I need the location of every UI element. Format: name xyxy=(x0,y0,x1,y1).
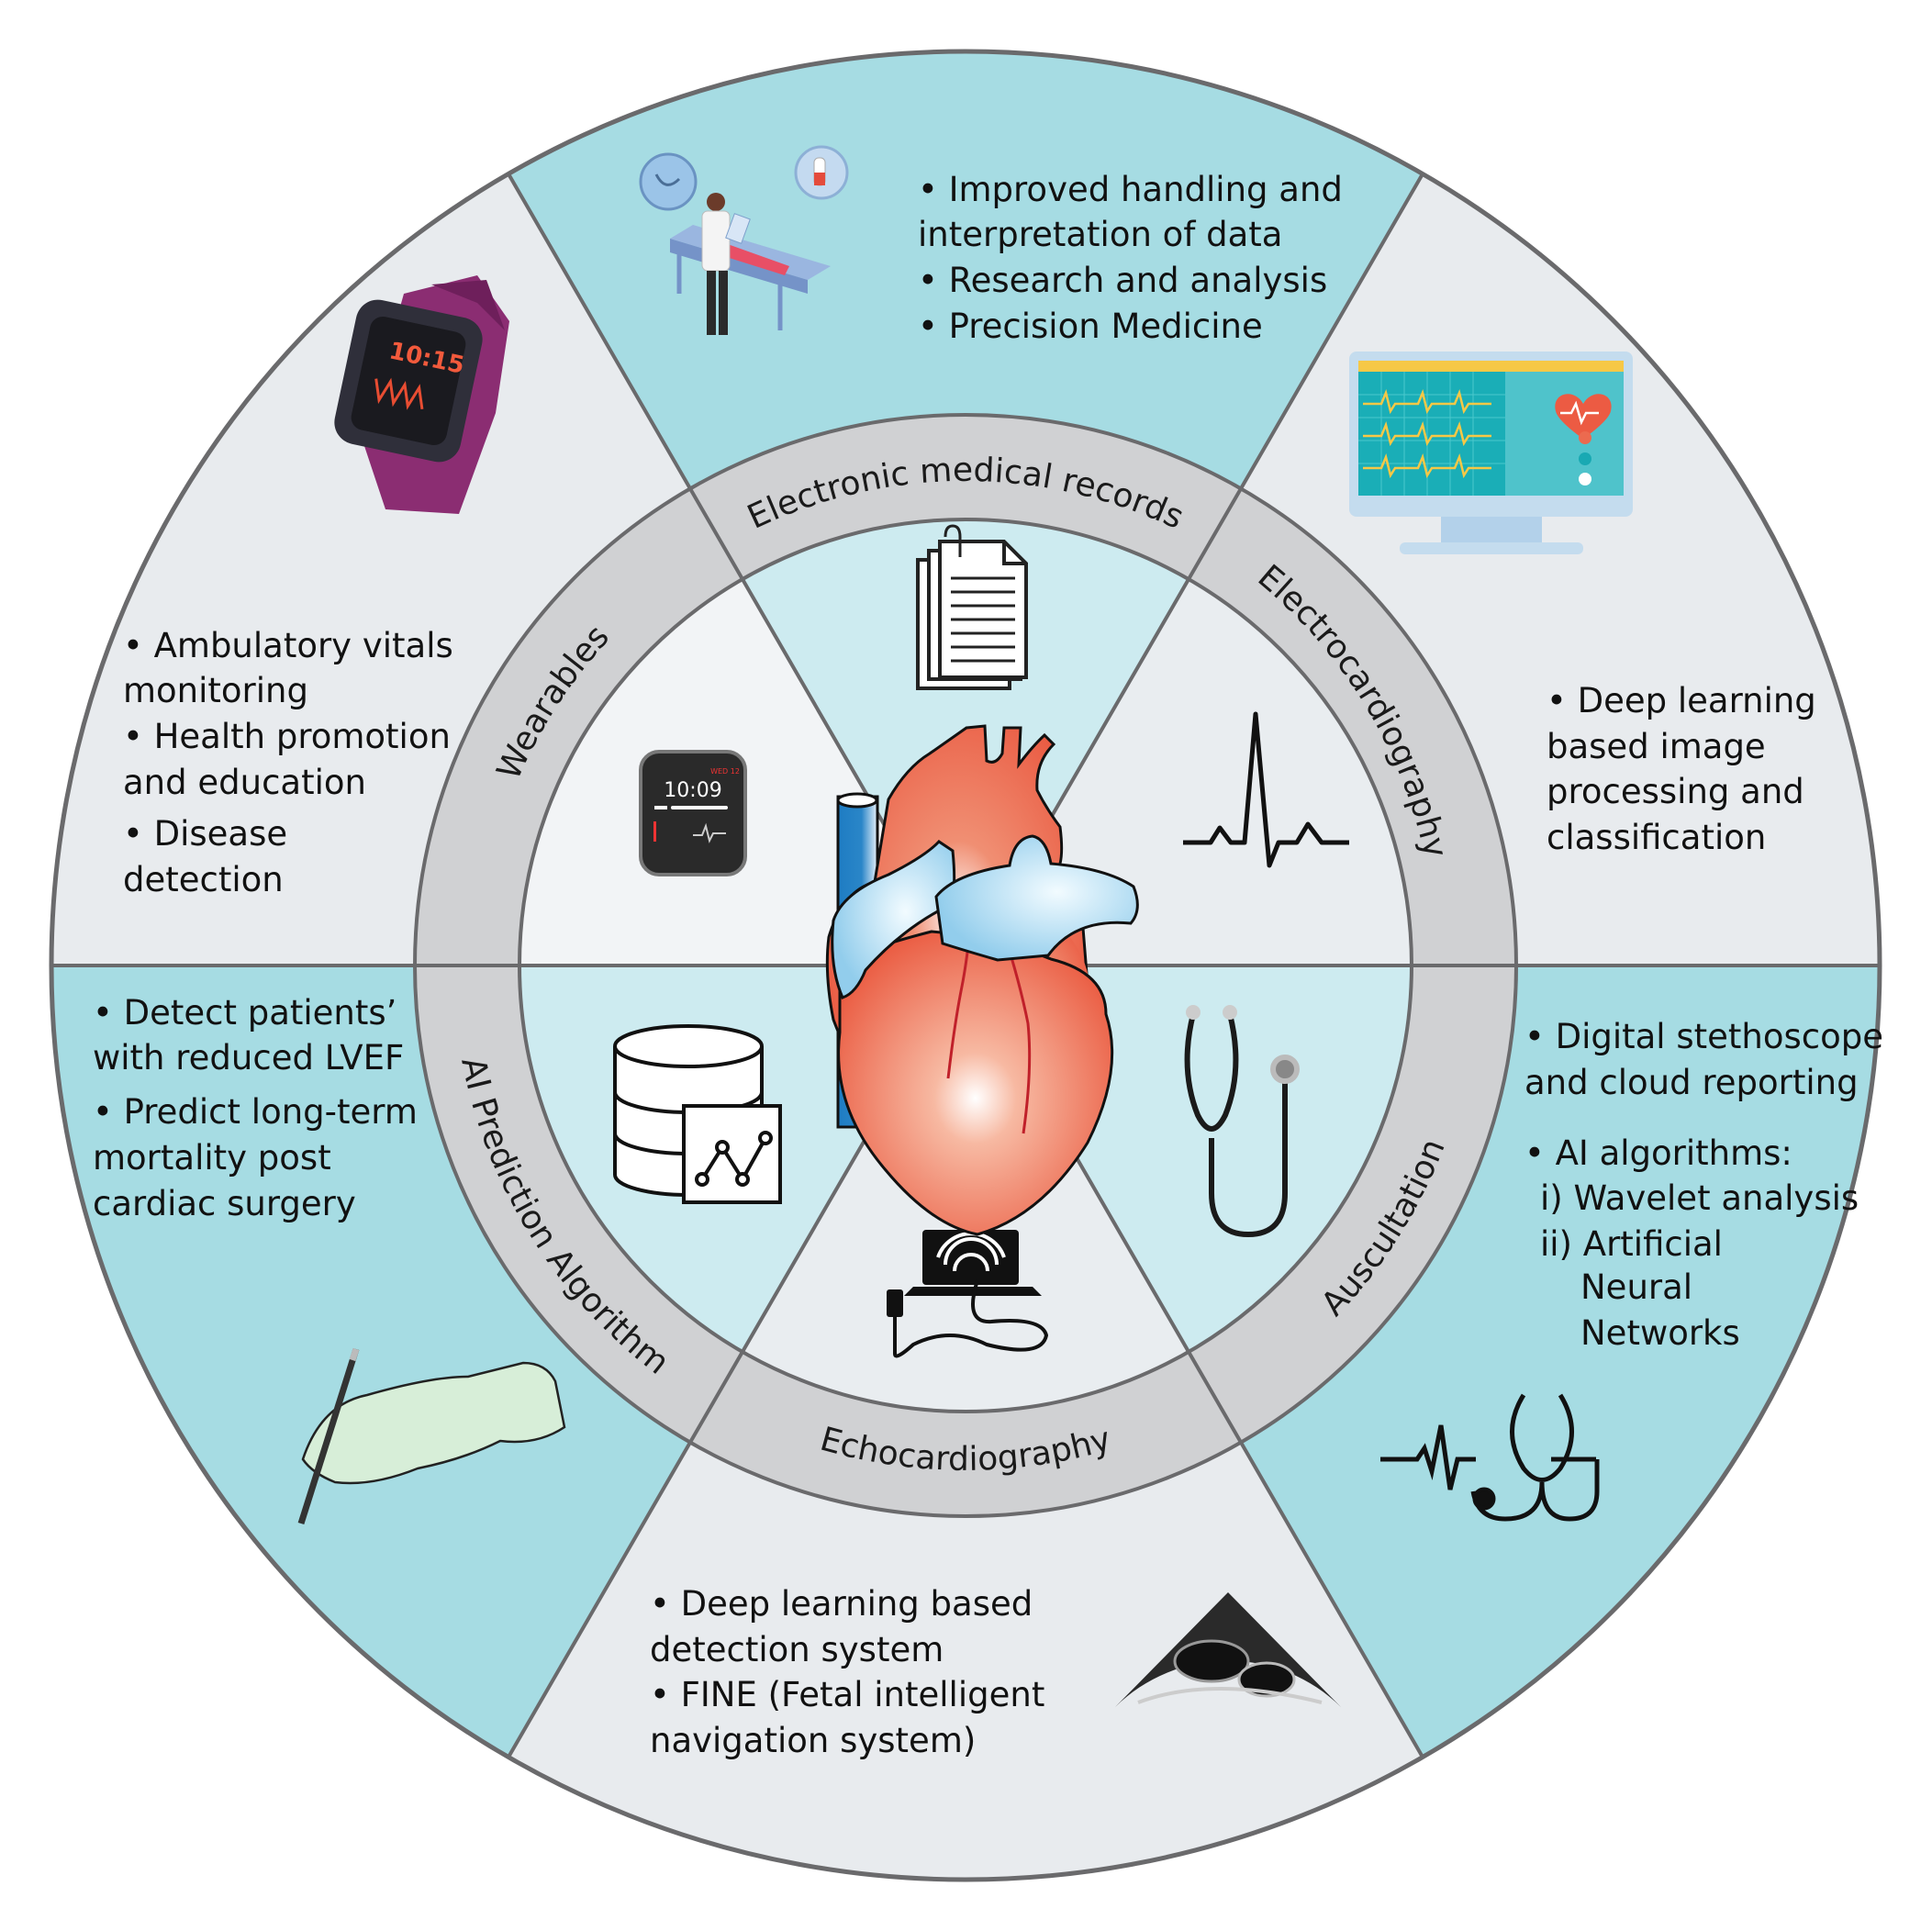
bullet-line: and education xyxy=(123,763,366,802)
bullet-line: Neural xyxy=(1580,1267,1692,1307)
bullet-line: • Digital stethoscope xyxy=(1524,1017,1883,1056)
bullet-line: processing and xyxy=(1547,772,1804,811)
bullet-line: and cloud reporting xyxy=(1524,1063,1859,1102)
watch-icon: WED 12 10:09 xyxy=(639,750,747,876)
watch-time: 10:09 xyxy=(664,779,721,802)
ai-bullets: • Detect patients’ with reduced LVEF • P… xyxy=(93,993,418,1223)
watch-date: WED 12 xyxy=(710,767,740,776)
bullet-line: • Improved handling and xyxy=(918,170,1343,209)
bullet-line: navigation system) xyxy=(650,1721,976,1760)
bullet-line: detection xyxy=(123,860,284,899)
ultrasound-laptop-icon xyxy=(887,1230,1049,1358)
bullet-line: • Detect patients’ xyxy=(93,993,396,1032)
auscultation-bullets: • Digital stethoscope and cloud reportin… xyxy=(1524,1017,1883,1353)
bullet-line: • Ambulatory vitals xyxy=(123,626,453,665)
document-icon xyxy=(916,524,1028,690)
bullet-line: i) Wavelet analysis xyxy=(1540,1178,1859,1218)
stethoscope-heartbeat-icon xyxy=(1380,1393,1600,1522)
bullet-line: Networks xyxy=(1580,1313,1740,1353)
stethoscope-icon xyxy=(1184,1005,1300,1238)
doctor-patient-icon xyxy=(639,145,849,335)
bullet-line: • AI algorithms: xyxy=(1524,1133,1792,1173)
emr-bullets: • Improved handling and interpretation o… xyxy=(918,170,1343,346)
bullet-line: classification xyxy=(1547,818,1766,857)
bullet-line: mortality post xyxy=(93,1138,331,1178)
bullet-line: • Deep learning xyxy=(1547,681,1816,720)
hand-scalpel-icon xyxy=(297,1347,566,1525)
bullet-line: • Predict long-term xyxy=(93,1092,418,1132)
database-chart-icon xyxy=(613,1024,782,1204)
bullet-line: detection system xyxy=(650,1630,944,1669)
bullet-line: • Precision Medicine xyxy=(918,307,1263,346)
bullet-line: • FINE (Fetal intelligent xyxy=(650,1675,1044,1714)
ecg-bullets: • Deep learning based image processing a… xyxy=(1547,681,1816,857)
bullet-line: monitoring xyxy=(123,671,308,710)
ecg-monitor-icon xyxy=(1349,352,1633,554)
ecg-trace-icon xyxy=(1183,711,1349,868)
bullet-line: based image xyxy=(1547,727,1766,766)
bullet-line: • Health promotion xyxy=(123,717,451,756)
echocardiogram-image xyxy=(1115,1592,1341,1707)
bullet-line: ii) Artificial xyxy=(1540,1224,1723,1264)
bullet-line: • Disease xyxy=(123,814,287,854)
bullet-line: cardiac surgery xyxy=(93,1184,356,1223)
bullet-line: • Deep learning based xyxy=(650,1584,1033,1624)
smartwatch-icon: 10:15 xyxy=(334,275,509,514)
wearables-bullets: • Ambulatory vitals monitoring • Health … xyxy=(123,626,453,899)
echo-bullets: • Deep learning based detection system •… xyxy=(650,1584,1044,1760)
bullet-line: with reduced LVEF xyxy=(93,1038,404,1077)
bullet-line: • Research and analysis xyxy=(918,261,1327,300)
bullet-line: interpretation of data xyxy=(918,215,1282,254)
heart-icon xyxy=(825,724,1139,1236)
